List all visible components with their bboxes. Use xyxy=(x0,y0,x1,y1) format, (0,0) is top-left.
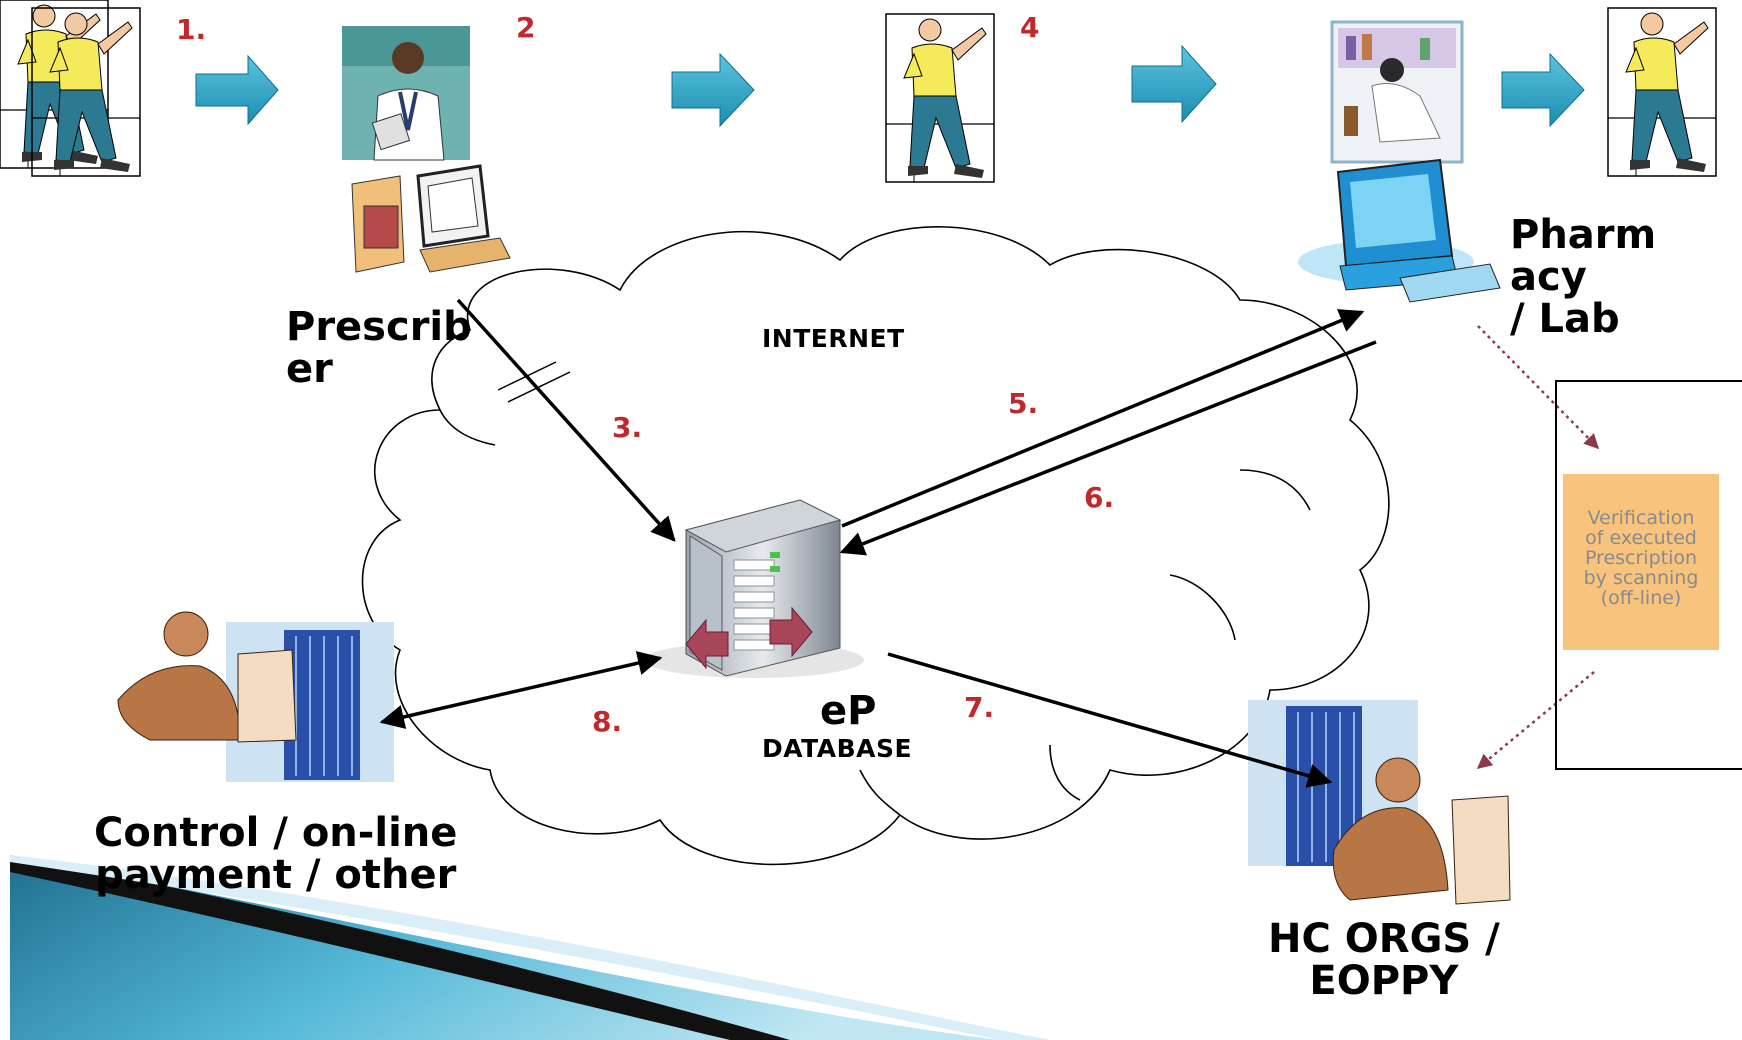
step-label-7: 7. xyxy=(964,691,995,724)
step-label-8: 8. xyxy=(592,705,623,738)
pharmacy-lab-label: Pharm acy / Lab xyxy=(1510,212,1657,342)
patient-step-final xyxy=(1607,7,1717,177)
internet-label: INTERNET xyxy=(762,324,905,353)
control-office-icon xyxy=(117,611,394,782)
prescriber-label: Prescrib er xyxy=(286,304,472,392)
database-server-icon xyxy=(644,499,864,678)
control-payment-label: Control / on-line payment / other xyxy=(94,810,458,898)
database-title-label: eP xyxy=(820,688,877,734)
hc-orgs-office-icon xyxy=(1248,700,1511,905)
step-label-6: 6. xyxy=(1084,481,1115,514)
database-sub-label: DATABASE xyxy=(762,734,913,763)
arrow-db-to-pharmacy xyxy=(841,309,1365,528)
flow-arrow-2 xyxy=(671,52,755,128)
flow-arrow-1 xyxy=(195,54,279,126)
flow-arrow-4 xyxy=(1501,52,1585,128)
step-label-2: 2 xyxy=(516,11,536,44)
internet-cloud xyxy=(361,226,1390,866)
decorative-swoosh xyxy=(10,855,1050,1040)
doctor-icon xyxy=(342,26,470,161)
connection-arrows xyxy=(379,298,1377,788)
dotted-arrows xyxy=(1476,325,1600,769)
dotted-arrow-pharmacy-to-verification xyxy=(1477,325,1600,450)
pharmacy-computer-icon xyxy=(1298,158,1501,303)
patient-step-4 xyxy=(885,13,995,183)
arrow-control-db xyxy=(379,651,663,729)
flow-arrow-3 xyxy=(1131,44,1217,124)
step-label-1: 1. xyxy=(176,13,207,46)
link-hatch-marks xyxy=(497,361,571,403)
arrow-prescriber-to-db xyxy=(456,298,676,542)
pharmacist-icon xyxy=(1330,20,1464,164)
step-label-3: 3. xyxy=(612,411,643,444)
prescriber-computer-icon xyxy=(351,164,511,273)
step-label-4: 4 xyxy=(1020,11,1040,44)
arrow-db-to-hc-orgs xyxy=(887,652,1333,788)
verification-note: Verification of executed Prescription by… xyxy=(1563,474,1719,650)
arrow-pharmacy-to-db xyxy=(839,340,1377,556)
verification-frame xyxy=(1555,380,1742,770)
step-label-5: 5. xyxy=(1008,387,1039,420)
hc-orgs-label: HC ORGS / EOPPY xyxy=(1268,916,1500,1004)
flow-arrows xyxy=(195,44,1585,128)
